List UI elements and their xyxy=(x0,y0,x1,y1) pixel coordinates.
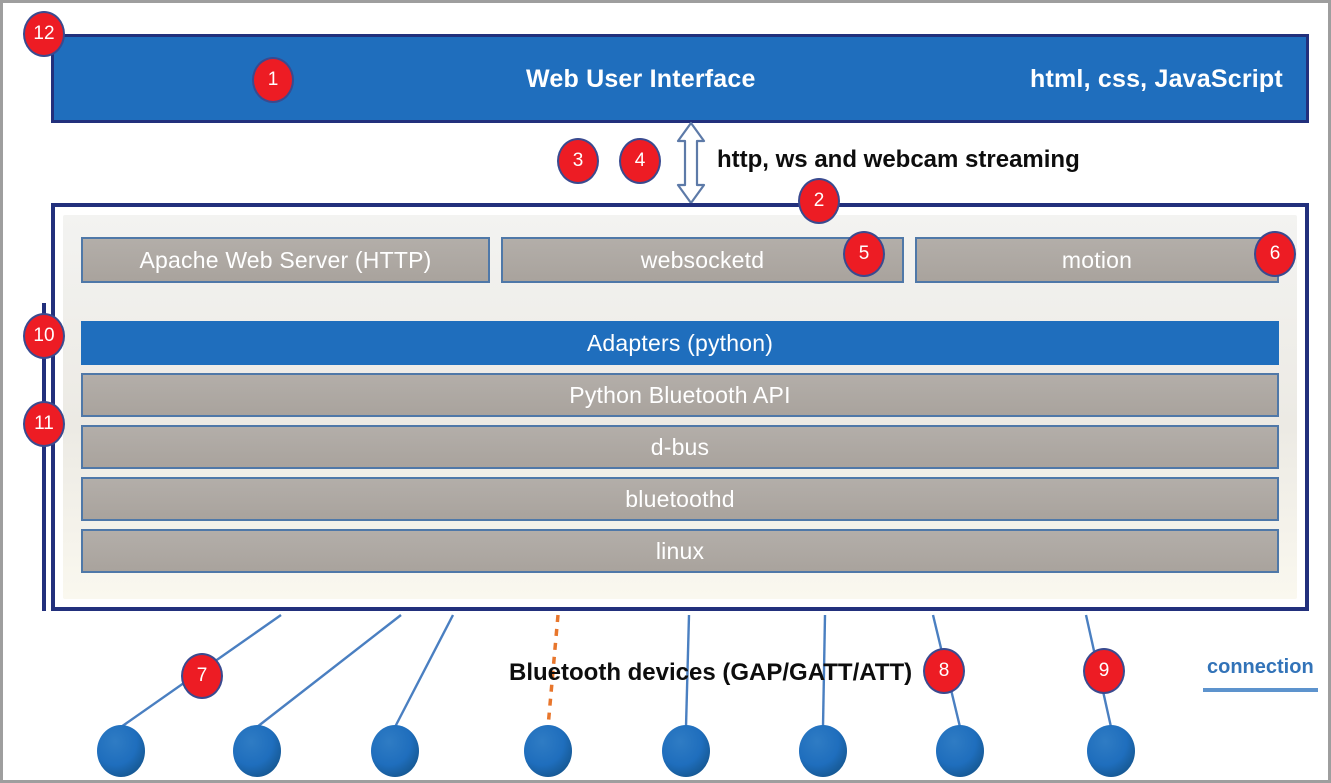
legend-connection-label: connection xyxy=(1207,656,1314,678)
device-nodes xyxy=(97,725,1135,777)
bluetooth-device-node-8[interactable] xyxy=(1087,725,1135,777)
web-technologies-label: html, css, JavaScript xyxy=(1030,65,1283,93)
bluetooth-device-node-4[interactable] xyxy=(524,725,572,777)
bluetooth-device-node-3[interactable] xyxy=(371,725,419,777)
callout-badge-9[interactable]: 9 xyxy=(1083,648,1125,694)
bluetooth-device-node-2[interactable] xyxy=(233,725,281,777)
callout-badge-4[interactable]: 4 xyxy=(619,138,661,184)
bidirectional-arrow-icon xyxy=(671,121,711,205)
layer-label: bluetoothd xyxy=(625,485,735,512)
callout-badge-10[interactable]: 10 xyxy=(23,313,65,359)
callout-badge-6[interactable]: 6 xyxy=(1254,231,1296,277)
bluetooth-device-node-1[interactable] xyxy=(97,725,145,777)
layer-label: d-bus xyxy=(650,433,710,460)
service-box-apache[interactable]: Apache Web Server (HTTP) xyxy=(81,237,490,283)
layer-bar-python-bluetooth-api[interactable]: Python Bluetooth API xyxy=(81,373,1279,417)
legend-connection-line xyxy=(1203,688,1318,692)
callout-badge-11[interactable]: 11 xyxy=(23,401,65,447)
service-box-motion[interactable]: motion xyxy=(915,237,1279,283)
server-stack-container: Apache Web Server (HTTP) websocketd moti… xyxy=(51,203,1309,611)
bluetooth-device-node-7[interactable] xyxy=(936,725,984,777)
bluetooth-device-node-5[interactable] xyxy=(662,725,710,777)
layer-label: Adapters (python) xyxy=(586,329,774,356)
layer-label: Python Bluetooth API xyxy=(569,381,791,408)
layer-bar-adapters[interactable]: Adapters (python) xyxy=(81,321,1279,365)
layer-label: linux xyxy=(655,537,705,564)
service-label: Apache Web Server (HTTP) xyxy=(139,246,432,273)
callout-badge-5[interactable]: 5 xyxy=(843,231,885,277)
services-row: Apache Web Server (HTTP) websocketd moti… xyxy=(81,237,1279,283)
callout-badge-3[interactable]: 3 xyxy=(557,138,599,184)
service-label: websocketd xyxy=(640,246,765,273)
web-user-interface-label: Web User Interface xyxy=(526,65,756,93)
callout-badge-1[interactable]: 1 xyxy=(252,57,294,103)
connector-line-3 xyxy=(393,614,455,728)
callout-badge-8[interactable]: 8 xyxy=(923,648,965,694)
layer-stack: Adapters (python) Python Bluetooth API d… xyxy=(81,321,1279,581)
callout-badge-12[interactable]: 12 xyxy=(23,11,65,57)
service-box-websocketd[interactable]: websocketd xyxy=(501,237,904,283)
bluetooth-devices-label: Bluetooth devices (GAP/GATT/ATT) xyxy=(509,659,913,686)
stack-inner-panel: Apache Web Server (HTTP) websocketd moti… xyxy=(63,215,1297,599)
bluetooth-device-node-6[interactable] xyxy=(799,725,847,777)
service-label: motion xyxy=(1061,246,1133,273)
layer-bar-bluetoothd[interactable]: bluetoothd xyxy=(81,477,1279,521)
layer-bar-dbus[interactable]: d-bus xyxy=(81,425,1279,469)
transport-protocols-label: http, ws and webcam streaming xyxy=(717,146,1080,173)
connector-line-2 xyxy=(256,614,402,728)
callout-badge-7[interactable]: 7 xyxy=(181,653,223,699)
layer-bar-linux[interactable]: linux xyxy=(81,529,1279,573)
callout-badge-2[interactable]: 2 xyxy=(798,178,840,224)
